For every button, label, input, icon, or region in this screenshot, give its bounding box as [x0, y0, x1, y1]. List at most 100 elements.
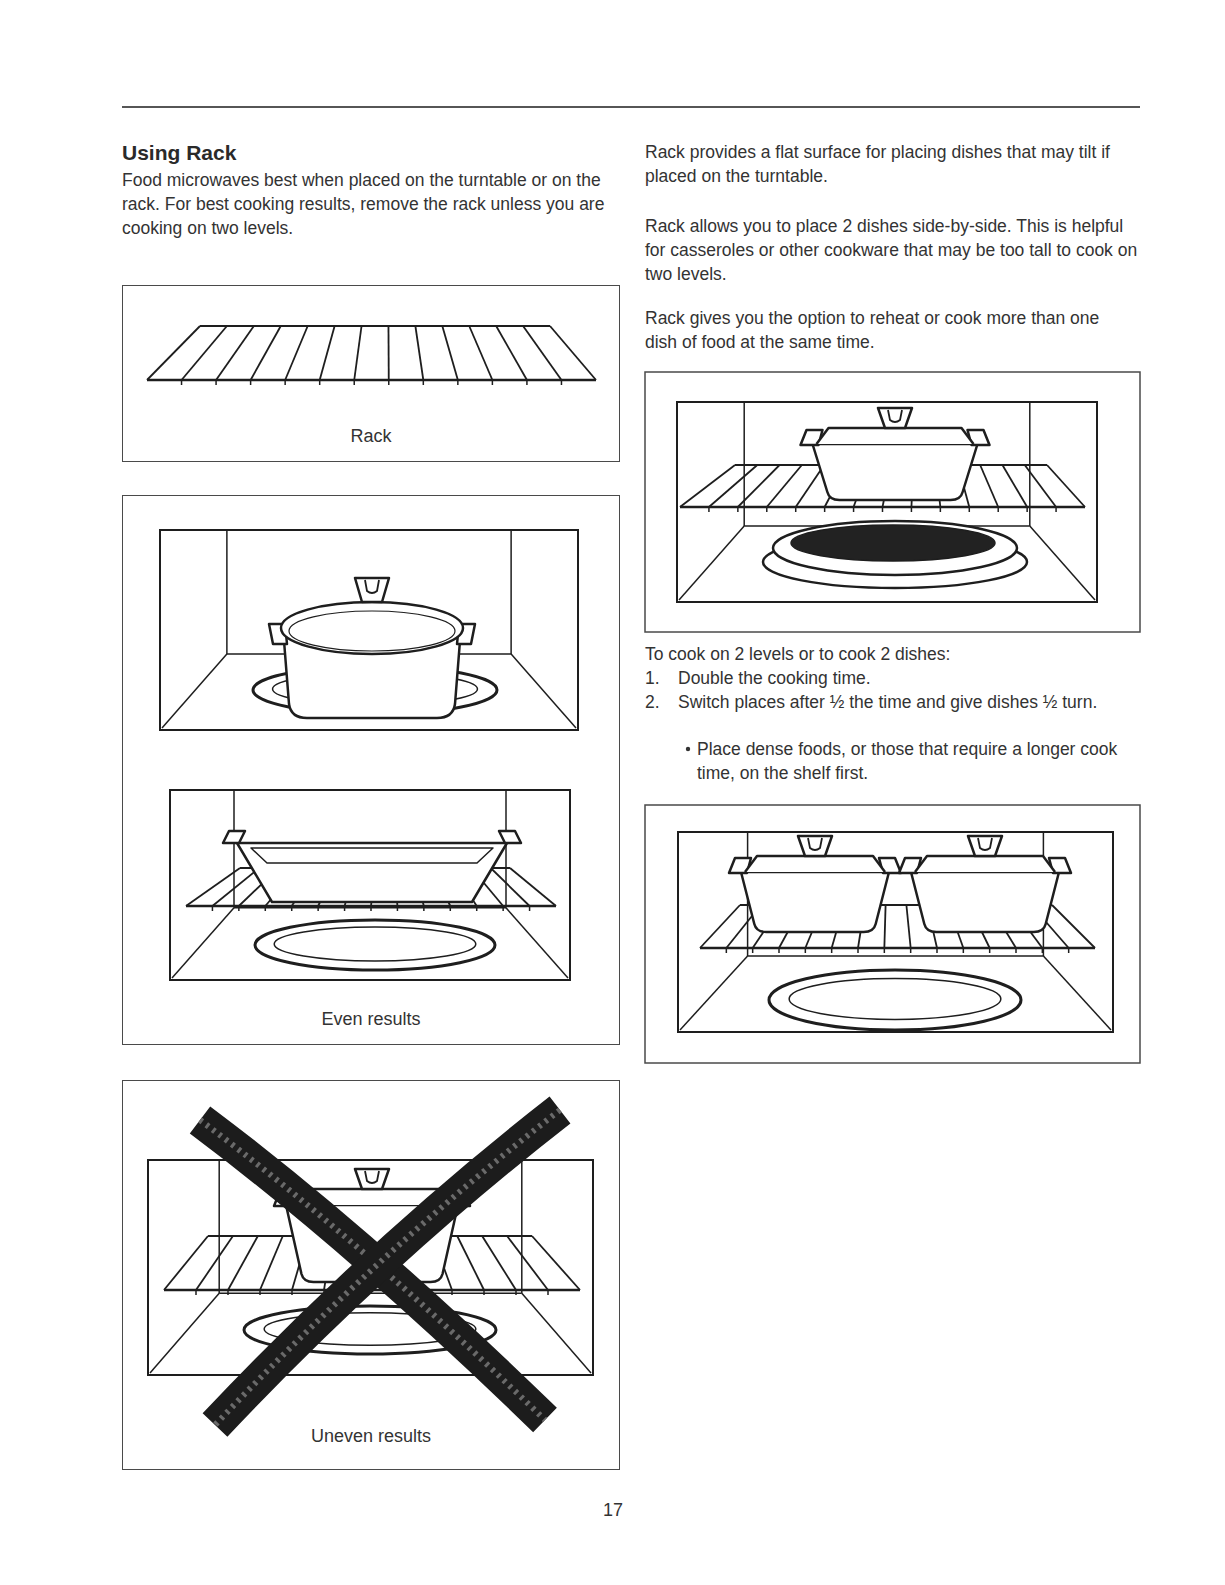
baking-dish — [237, 843, 507, 902]
rack-bar — [700, 905, 740, 948]
rack-foot — [476, 906, 478, 911]
rack-foot — [547, 1290, 549, 1295]
rack-bar — [491, 868, 530, 906]
casserole-body — [741, 872, 889, 932]
baking-dish-rim — [251, 848, 493, 863]
rack-foot — [726, 948, 728, 953]
rack-bar — [354, 326, 361, 380]
rack-foot — [397, 906, 399, 911]
cross-mark — [215, 1110, 560, 1425]
rack-bar — [388, 326, 390, 380]
rack-foot — [1015, 948, 1017, 953]
rack-foot — [423, 380, 425, 385]
oven-back-wall — [505, 790, 507, 908]
rack-foot — [752, 948, 754, 953]
oven-floor-line — [522, 1293, 591, 1373]
oven-floor-line — [1030, 526, 1095, 600]
rack-bar — [980, 465, 998, 507]
rack-foot — [737, 507, 739, 512]
rack-bar — [186, 868, 240, 906]
turntable — [769, 970, 1021, 1030]
casserole-body — [911, 872, 1059, 932]
rack-foot — [940, 507, 942, 512]
body-text: Rack allows you to place 2 dishes side-b… — [645, 214, 1143, 286]
rack-foot — [853, 507, 855, 512]
note-text: Place dense foods, or those that require… — [697, 737, 1127, 785]
oven-floor-line — [748, 955, 1044, 957]
rack-foot — [259, 1290, 261, 1295]
oven-floor-line — [234, 907, 506, 909]
rack-foot — [963, 948, 965, 953]
rack-foot — [457, 380, 459, 385]
figure-caption: Even results — [317, 1008, 424, 1030]
rack-bar — [285, 326, 308, 380]
rack-foot — [483, 1290, 485, 1295]
rack-foot — [805, 948, 807, 953]
figure-box: Even results — [122, 495, 620, 1045]
turntable — [255, 920, 495, 970]
rack-bar — [1052, 905, 1095, 948]
rack-foot — [824, 507, 826, 512]
casserole-lid — [817, 428, 974, 444]
rack-foot — [502, 906, 504, 911]
rack-foot — [195, 1290, 197, 1295]
rack-foot — [238, 906, 240, 911]
pot-lid — [281, 602, 463, 654]
rack-bar — [709, 465, 757, 507]
oven-floor-line — [1043, 956, 1111, 1030]
casserole-lid — [745, 856, 885, 872]
oven-cavity — [170, 790, 570, 980]
oven-floor-line — [506, 908, 568, 978]
rack-foot — [1055, 507, 1057, 512]
rack-foot — [1042, 948, 1044, 953]
oven-cavity — [677, 402, 1097, 602]
rack-foot — [911, 507, 913, 512]
lid-knob — [968, 836, 1002, 856]
section-title: Using Rack — [122, 141, 236, 165]
body-text: Food microwaves best when placed on the … — [122, 168, 620, 240]
rack-bar — [260, 1236, 283, 1290]
figure-frame — [645, 372, 1140, 632]
figure-box: Rack — [122, 285, 620, 462]
rack-foot — [250, 380, 252, 385]
lid-knob-grip — [365, 580, 379, 593]
rack-foot — [181, 380, 183, 385]
rack-bar — [884, 905, 885, 948]
lid-knob — [355, 578, 389, 602]
rack-foot — [515, 1290, 517, 1295]
lid-knob-grip — [888, 410, 902, 422]
page-number: 17 — [600, 1498, 626, 1522]
rack-bar — [482, 1236, 516, 1290]
rack-foot — [795, 507, 797, 512]
rack-bar — [767, 465, 802, 507]
rack-foot — [936, 948, 938, 953]
rack-bar — [457, 1236, 484, 1290]
rack-front — [147, 379, 596, 382]
figure-caption: Uneven results — [307, 1425, 435, 1447]
rack-foot — [423, 906, 425, 911]
rack-bar — [1047, 465, 1085, 507]
bullet — [686, 747, 690, 751]
rack-foot — [451, 1290, 453, 1295]
rack-bar — [320, 326, 335, 380]
rack-foot — [291, 906, 293, 911]
rack-bar — [442, 326, 458, 380]
oven-floor-line — [680, 956, 748, 1030]
body-text: Rack provides a flat surface for placing… — [645, 140, 1143, 188]
page-rule — [122, 106, 1140, 108]
lid-knob — [355, 1169, 389, 1189]
rack-foot — [344, 906, 346, 911]
rack-bar — [523, 326, 561, 380]
rack-foot — [317, 906, 319, 911]
step-text: Double the cooking time. — [678, 666, 1118, 690]
rack-bar — [212, 868, 259, 906]
pot-lid-rim — [289, 611, 455, 651]
figure-box: Uneven results — [122, 1080, 620, 1470]
turntable-rim — [274, 927, 476, 961]
rack-foot — [857, 948, 859, 953]
rack-bar — [196, 1236, 233, 1290]
lid-knob — [798, 836, 832, 856]
rack-foot — [526, 380, 528, 385]
oven-back-wall — [218, 1160, 220, 1293]
rack-foot — [212, 906, 214, 911]
